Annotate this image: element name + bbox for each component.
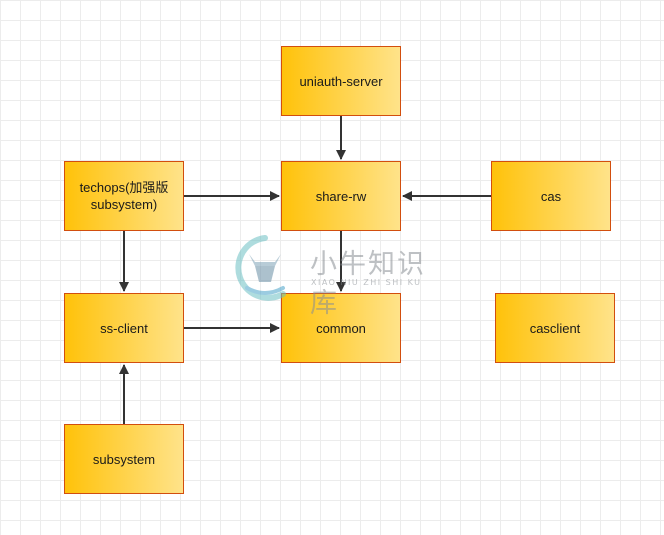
- watermark-logo-icon: [235, 235, 286, 301]
- node-label: subsystem: [92, 451, 156, 467]
- node-ss-client[interactable]: ss-client: [64, 293, 184, 363]
- node-uniauth-server[interactable]: uniauth-server: [281, 46, 401, 116]
- node-common[interactable]: common: [281, 293, 401, 363]
- node-label: share-rw: [315, 188, 367, 204]
- node-casclient[interactable]: casclient: [495, 293, 615, 363]
- node-cas[interactable]: cas: [491, 161, 611, 231]
- node-label: casclient: [529, 320, 581, 336]
- node-share-rw[interactable]: share-rw: [281, 161, 401, 231]
- node-subsystem[interactable]: subsystem: [64, 424, 184, 494]
- watermark-subtitle: XIAO NIU ZHI SHI KU: [311, 278, 422, 287]
- node-label: common: [316, 320, 366, 336]
- node-label: uniauth-server: [299, 73, 383, 89]
- node-label: techops(加强版subsystem): [79, 180, 169, 212]
- watermark: 小牛知识库 XIAO NIU ZHI SHI KU: [225, 232, 445, 319]
- node-label: cas: [540, 188, 562, 204]
- node-label: ss-client: [100, 320, 148, 336]
- watermark-title: 小牛知识库: [310, 249, 426, 319]
- node-techops[interactable]: techops(加强版subsystem): [64, 161, 184, 231]
